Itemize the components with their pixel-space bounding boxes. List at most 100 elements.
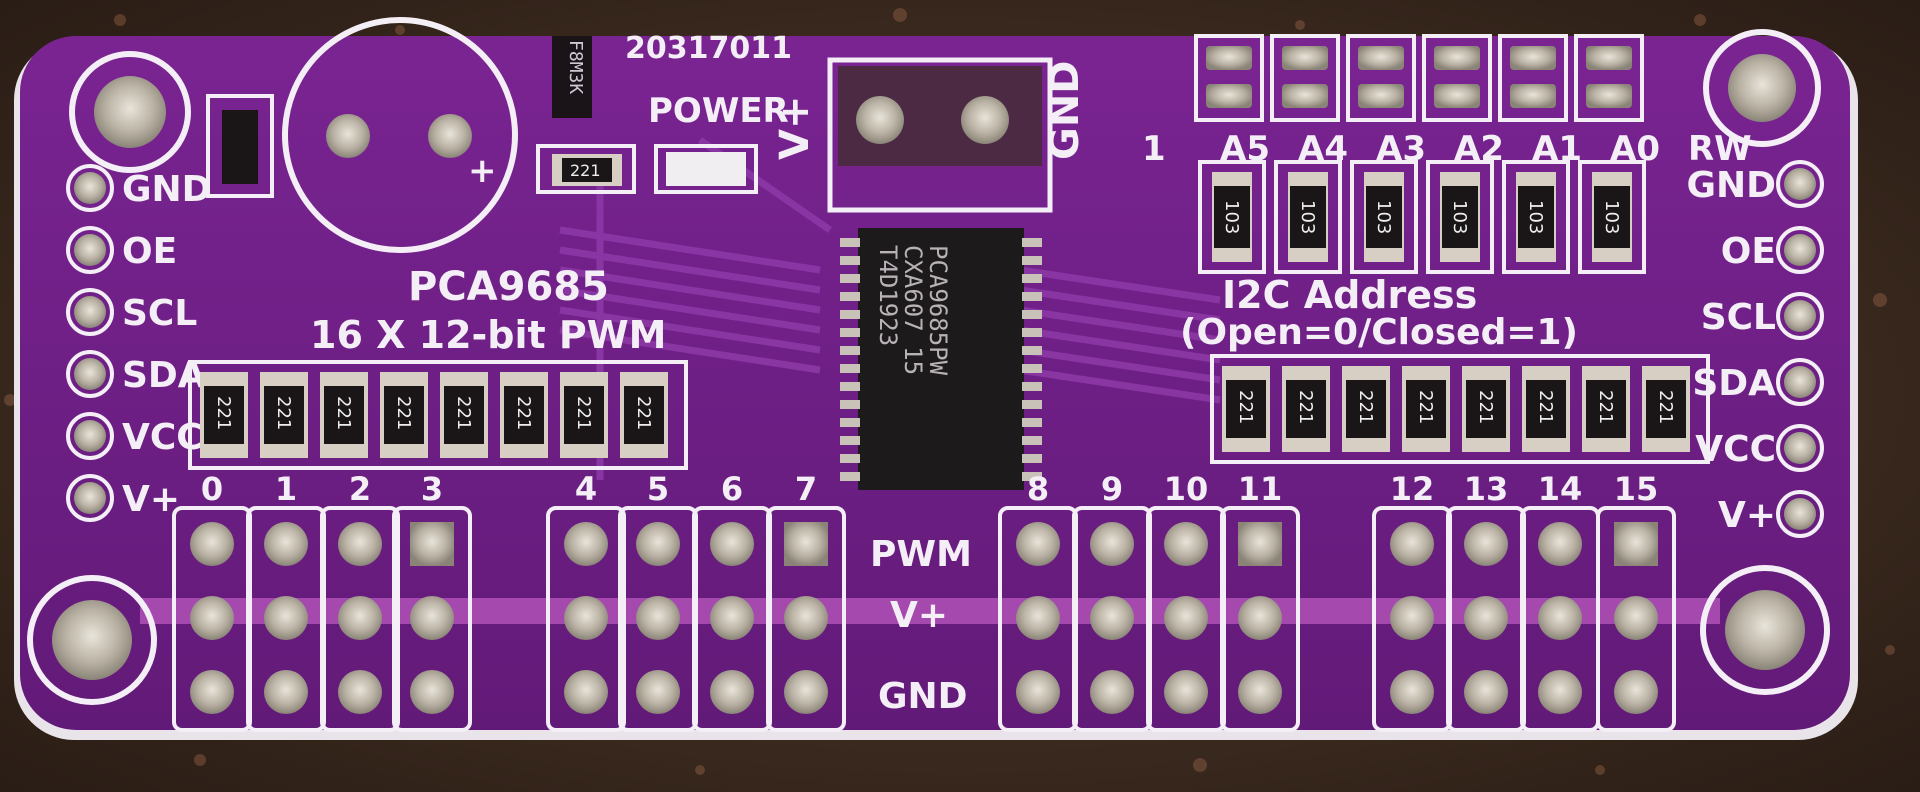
- channel-label-0: 0: [201, 470, 223, 508]
- diode-component: F8M3K: [552, 36, 592, 118]
- address-title: I2C Address: [1222, 273, 1477, 317]
- channel-3-pad-1: [410, 596, 454, 640]
- resistor-top: [1346, 380, 1386, 438]
- address-note: (Open=0/Closed=1): [1180, 312, 1578, 353]
- resistor-code: 221: [453, 396, 474, 430]
- channel-6-pad-0: [710, 522, 754, 566]
- channel-2-pad-2: [338, 670, 382, 714]
- chip-pin: [1022, 310, 1042, 319]
- terminal-vplus-label: V+: [772, 96, 818, 160]
- jumper-pad: [1206, 46, 1252, 70]
- resistor-top: [1594, 186, 1630, 248]
- channel-label-7: 7: [795, 470, 817, 508]
- chip-marking-line2: CXA607 15: [899, 245, 927, 375]
- resistor-code: 221: [1355, 390, 1376, 424]
- channel-5-pad-2: [636, 670, 680, 714]
- channel-label-14: 14: [1538, 470, 1583, 508]
- granite-speckles: [4, 8, 1895, 775]
- resistor-top: [564, 386, 604, 444]
- channel-1-pad-2: [264, 670, 308, 714]
- board-subtitle: 16 X 12-bit PWM: [310, 313, 667, 357]
- address-bit-1: 1: [1142, 129, 1166, 169]
- channel-2-pad-0: [338, 522, 382, 566]
- resistor-code: 221: [573, 396, 594, 430]
- channel-label-15: 15: [1614, 470, 1659, 508]
- right-pin-label-1: OE: [1721, 231, 1776, 272]
- resistor-top: [1518, 186, 1554, 248]
- resistor-top: [1646, 380, 1686, 438]
- channel-9-pad-1: [1090, 596, 1134, 640]
- chip-pin: [840, 472, 860, 481]
- chip-pin: [840, 328, 860, 337]
- chip-pin: [840, 436, 860, 445]
- left-pin-oe-ring: [66, 226, 114, 274]
- right-pin-oe-ring: [1776, 226, 1824, 274]
- channel-4-pad-1: [564, 596, 608, 640]
- channel-label-6: 6: [721, 470, 743, 508]
- channel-label-3: 3: [421, 470, 443, 508]
- channel-0-pad-0: [190, 522, 234, 566]
- resistor-code: 221: [1295, 390, 1316, 424]
- channel-8-pad-2: [1016, 670, 1060, 714]
- address-bit-rw: RW: [1688, 129, 1752, 169]
- channel-1-pad-0: [264, 522, 308, 566]
- channel-header-2: [320, 506, 400, 732]
- channel-label-4: 4: [575, 470, 597, 508]
- right-pin-vcc-ring: [1776, 424, 1824, 472]
- channel-15-pad-0: [1614, 522, 1658, 566]
- address-jumpers: [1194, 34, 1644, 122]
- chip-pin: [1022, 274, 1042, 283]
- left-pin-label-1: OE: [122, 231, 177, 272]
- resistor-top: [504, 386, 544, 444]
- chip-pin: [1022, 346, 1042, 355]
- channel-4-pad-0: [564, 522, 608, 566]
- svg-text:221: 221: [570, 161, 601, 180]
- channel-9-pad-2: [1090, 670, 1134, 714]
- right-pin-vplus: [1784, 498, 1816, 530]
- mounting-hole-top-left: [69, 51, 191, 173]
- jumper-pad: [1358, 46, 1404, 70]
- terminal-gnd-label: GND: [1042, 60, 1088, 160]
- chip-title: PCA9685: [408, 264, 609, 310]
- jumper-pad: [1434, 84, 1480, 108]
- resistor-top: [1406, 380, 1446, 438]
- channel-7-pad-2: [784, 670, 828, 714]
- mounting-hole-top-right: [1703, 29, 1821, 147]
- channel-label-11: 11: [1238, 470, 1283, 508]
- right-pin-label-2: SCL: [1701, 297, 1776, 338]
- left-pin-label-2: SCL: [122, 293, 197, 334]
- channel-15-pad-1: [1614, 596, 1658, 640]
- resistor-top: [1226, 380, 1266, 438]
- channel-header-11: [1220, 506, 1300, 732]
- channel-label-5: 5: [647, 470, 669, 508]
- channel-11-pad-1: [1238, 596, 1282, 640]
- resistor-code: 221: [1655, 390, 1676, 424]
- power-led-resistor: 221: [536, 144, 636, 194]
- capacitor-footprint: +: [282, 17, 518, 253]
- resistor-top: [1286, 380, 1326, 438]
- resistor-code: 221: [1535, 390, 1556, 424]
- channel-13-pad-2: [1464, 670, 1508, 714]
- resistor-code: 221: [1235, 390, 1256, 424]
- jumper-pad: [1434, 46, 1480, 70]
- chip-pin: [1022, 364, 1042, 373]
- channel-label-12: 12: [1390, 470, 1435, 508]
- left-pin-sda-ring: [66, 350, 114, 398]
- address-jumper-5: [1574, 34, 1644, 122]
- jumper-pad: [1206, 84, 1252, 108]
- chip-pin: [840, 418, 860, 427]
- left-pin-vcc-ring: [66, 412, 114, 460]
- channel-11-pad-0: [1238, 522, 1282, 566]
- chip-pin: [1022, 256, 1042, 265]
- channel-label-10: 10: [1164, 470, 1209, 508]
- mounting-hole-bottom-right: [1700, 565, 1830, 695]
- channel-8-pad-0: [1016, 522, 1060, 566]
- address-jumper-1: [1270, 34, 1340, 122]
- resistor-code: 221: [633, 396, 654, 430]
- right-pin-scl: [1784, 300, 1816, 332]
- chip-pin: [1022, 418, 1042, 427]
- address-resistor-4: [1502, 160, 1570, 274]
- right-pin-label-0: GND: [1686, 165, 1776, 206]
- channel-15-pad-2: [1614, 670, 1658, 714]
